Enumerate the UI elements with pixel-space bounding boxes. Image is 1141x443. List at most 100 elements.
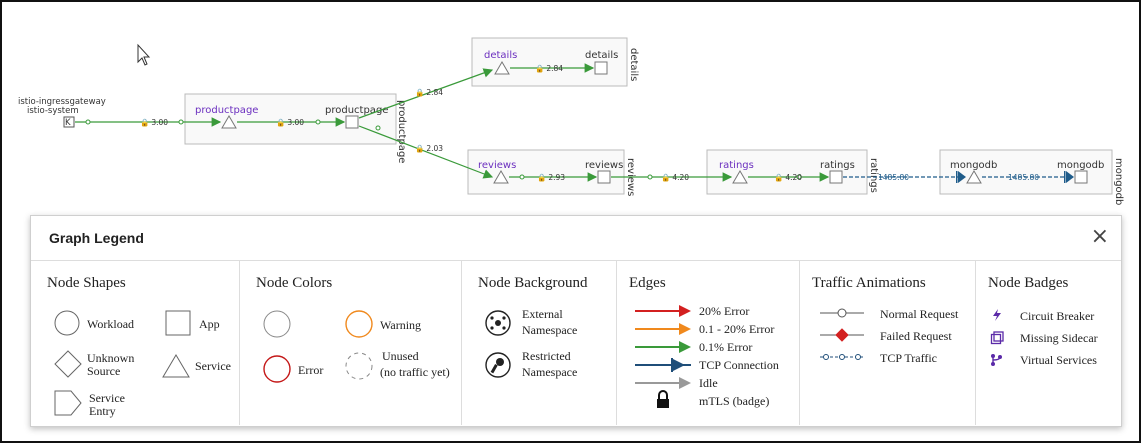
traffic-dot [85,119,91,125]
unknown-diamond-icon [54,350,82,378]
app-label: App [199,317,220,331]
mongodb-service-node[interactable] [966,170,982,184]
tcp-arrow-icon [958,171,966,183]
productpage-service-node[interactable] [221,115,237,129]
unused-label: Unused [382,349,419,363]
unknown-label: Unknown [87,351,135,365]
default-circle-icon [263,310,291,338]
traffic-animations-title: Traffic Animations [812,275,926,291]
source-label: Source [87,364,121,378]
ratings-namespace-box[interactable] [706,149,868,195]
lock-icon [657,399,669,408]
ratings-box-title: ratings [868,158,879,193]
failed-request-icon [835,328,849,342]
tcp-traffic-icon [855,354,861,360]
graph-legend-panel: Graph Legend × Node Shapes Workload App … [30,215,1122,427]
error-label: Error [298,363,324,377]
failed-request-label: Failed Request [880,329,952,343]
legend-header: Graph Legend × [31,216,1121,261]
details-app-node[interactable] [594,61,608,75]
external-label: External [522,307,563,321]
edge-20-error: 20% Error [699,304,750,318]
edge-label-to-details: 🔒2.84 [415,88,443,97]
reviews-service-label: reviews [478,160,516,171]
ratings-app-label: ratings [820,160,855,171]
edge-label-productpage: 🔒3.00 [276,118,304,127]
legend-node-background: Node Background External Namespace Restr… [461,261,617,425]
edge-tcp: TCP Connection [699,358,779,372]
restricted-namespace-label: Namespace [522,365,578,379]
productpage-app-node[interactable] [345,115,359,129]
ingress-name: istio-ingressgateway [18,97,106,107]
ratings-service-node[interactable] [732,170,748,184]
mongodb-service-label: mongodb [950,160,997,171]
app-square-icon [165,310,191,336]
node-shapes-title: Node Shapes [47,275,126,291]
traffic-dot [647,174,653,180]
edge-label-to-ratings: 🔒4.20 [661,173,689,182]
edge-mtls: mTLS (badge) [699,394,770,408]
legend-traffic-animations: Traffic Animations Normal Request Failed… [799,261,976,425]
restricted-label: Restricted [522,349,571,363]
traffic-dot [178,119,184,125]
workload-circle-icon [54,310,80,336]
virtual-services-label: Virtual Services [1020,353,1097,367]
reviews-app-label: reviews [585,160,623,171]
tcp-arrow-icon [1066,171,1074,183]
legend-edges: Edges 20% Error 0.1 - 20% Error 0.1% Err… [616,261,800,425]
edge-label-to-reviews: 🔒2.03 [415,144,443,153]
productpage-service-label: productpage [195,105,258,116]
close-icon[interactable]: × [1090,224,1109,249]
traffic-dot [315,119,321,125]
node-colors-title: Node Colors [256,275,333,291]
edge-label-details: 🔒2.84 [535,64,563,73]
missing-sidecar-icon [990,331,1004,345]
reviews-app-node[interactable] [597,170,611,184]
traffic-icons [820,308,864,360]
degraded-arrow-icon [679,323,691,335]
mongodb-namespace-box[interactable] [939,149,1113,195]
service-graph[interactable]: istio-ingressgateway istio-system K prod… [0,0,1141,215]
traffic-dot [796,174,802,180]
missing-sidecar-label: Missing Sidecar [1020,331,1098,345]
mongodb-box-title: mongodb [1113,158,1124,205]
ratings-app-node[interactable] [829,170,843,184]
error-arrow-icon [679,305,691,317]
error-circle-icon [263,355,291,383]
edge-label-ratings: 🔒4.20 [774,173,802,182]
ingress-namespace: istio-system [27,106,79,116]
edge-productpage-reviews[interactable] [358,125,494,179]
edge-productpage-details[interactable] [358,68,494,119]
normal-request-label: Normal Request [880,307,959,321]
details-service-label: details [484,50,517,61]
external-namespace-icon [485,310,511,336]
ingress-node[interactable] [63,116,75,128]
tcp-bar-icon [956,171,958,183]
traffic-dot [519,174,525,180]
ratings-service-label: ratings [719,160,754,171]
tcp-traffic-label: TCP Traffic [880,351,938,365]
legend-node-colors: Node Colors Warning Error Unused (no tra… [239,261,462,425]
details-service-node[interactable] [494,61,510,75]
edge-label-mongodb: 1485.80 [1008,173,1039,182]
edge-types-icons [635,305,691,408]
service-entry-icon [54,390,82,416]
mongodb-app-label: mongodb [1057,160,1104,171]
edge-label-ingress: 🔒3.00 [140,118,168,127]
tcp-arrow-icon [673,359,685,371]
node-badges-title: Node Badges [988,275,1069,291]
ok-arrow-icon [679,341,691,353]
node-background-title: Node Background [478,275,588,291]
legend-title: Graph Legend [49,230,144,246]
details-app-label: details [585,50,618,61]
warning-circle-icon [345,310,373,338]
edge-label-to-mongodb: 1485.80 [878,173,909,182]
virtual-services-icon [991,354,1002,366]
reviews-service-node[interactable] [493,170,509,184]
legend-node-shapes: Node Shapes Workload App Unknown Source … [31,261,239,425]
unused-circle-icon [345,352,373,380]
key-icon [485,352,511,378]
warning-label: Warning [380,318,422,332]
mongodb-app-node[interactable] [1074,170,1088,184]
